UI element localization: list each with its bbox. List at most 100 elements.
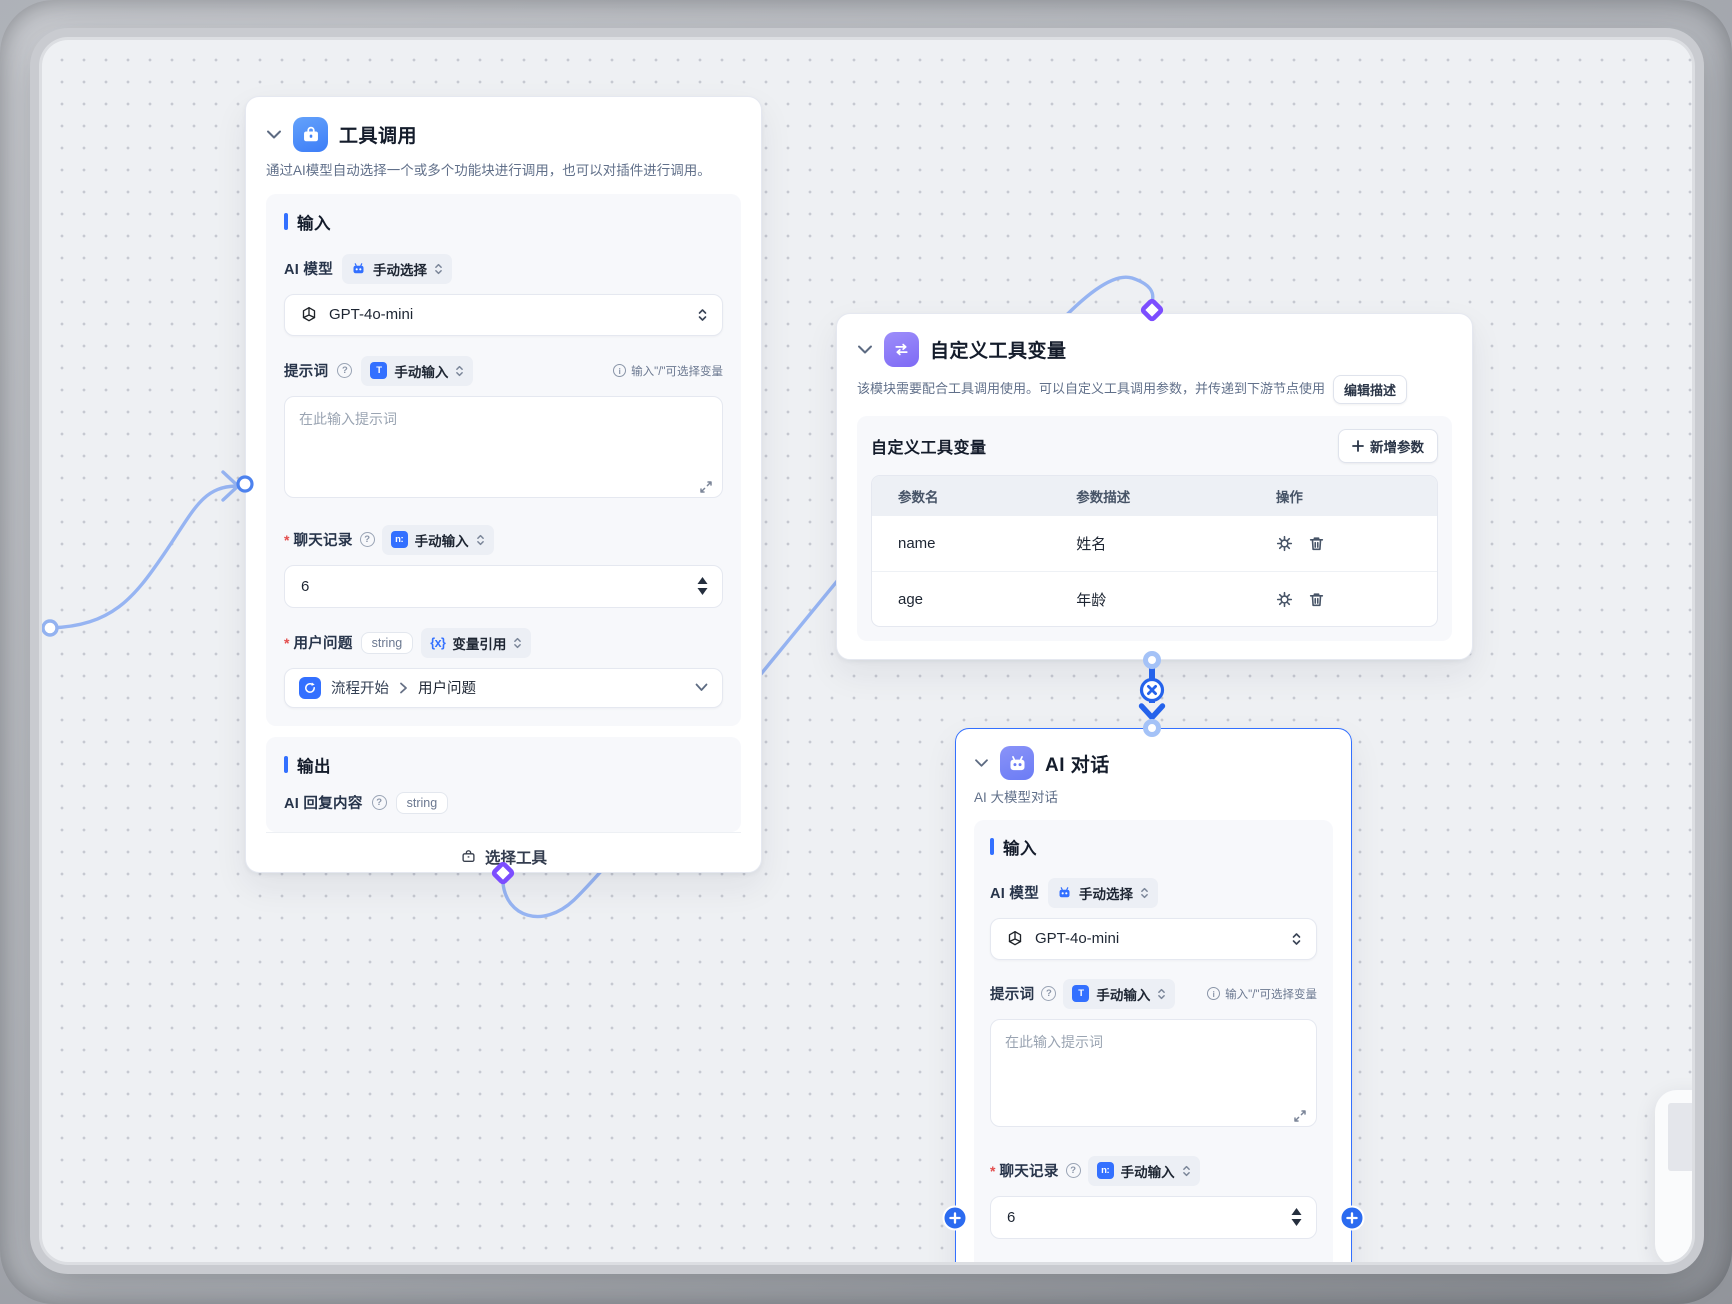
robot-icon [1059, 887, 1070, 898]
expand-icon[interactable] [1293, 1109, 1307, 1123]
ai-model-label: AI 模型 [284, 262, 334, 279]
table-row: name 姓名 [872, 516, 1437, 571]
section-bar [990, 838, 994, 856]
chevron-up-down-icon [514, 637, 522, 648]
info-icon: i [1207, 987, 1221, 1001]
chevron-up-down-icon [1158, 988, 1166, 999]
node-custom-variables[interactable]: 自定义工具变量 该模块需要配合工具调用使用。可以自定义工具调用参数，并传递到下游… [836, 313, 1473, 660]
collapse-chevron-icon[interactable] [857, 344, 873, 355]
history-label: 聊天记录 [293, 533, 353, 550]
node-ai-chat[interactable]: AI 对话 AI 大模型对话 输入 AI 模型 手动选择 GPT-4o-mini… [955, 728, 1352, 1262]
gear-icon[interactable] [1276, 535, 1293, 552]
collapse-chevron-icon[interactable] [974, 758, 989, 768]
input-section-title: 输入 [297, 214, 331, 233]
node-title: AI 对话 [1045, 754, 1110, 776]
help-icon[interactable]: ? [1065, 1163, 1081, 1179]
ref-field: 用户问题 [418, 681, 476, 698]
text-type-icon: T [1072, 985, 1090, 1003]
panel-title: 自定义工具变量 [871, 440, 987, 457]
chevron-up-down-icon [1182, 1165, 1190, 1176]
workflow-canvas[interactable]: 工具调用 通过AI模型自动选择一个或多个功能块进行调用，也可以对插件进行调用。 … [42, 40, 1692, 1262]
required-asterisk: * [990, 1162, 996, 1179]
help-icon[interactable]: ? [1041, 986, 1057, 1002]
param-description: 姓名 [1076, 536, 1107, 553]
trash-icon[interactable] [1308, 535, 1325, 552]
history-count-input[interactable] [284, 564, 723, 608]
help-icon[interactable]: ? [371, 795, 387, 811]
model-mode-chip[interactable]: 手动选择 [342, 253, 453, 284]
node-description: 通过AI模型自动选择一个或多个功能块进行调用，也可以对插件进行调用。 [266, 163, 711, 178]
history-mode-chip[interactable]: n: 手动输入 [1087, 1155, 1200, 1186]
robot-icon [353, 263, 364, 274]
model-value: GPT-4o-mini [329, 306, 414, 324]
input-section-title: 输入 [1003, 839, 1037, 858]
text-type-icon: T [370, 362, 388, 380]
node-subtitle: AI 大模型对话 [974, 790, 1059, 805]
history-count-input[interactable] [990, 1195, 1317, 1239]
number-type-icon: n: [1096, 1162, 1114, 1180]
model-select[interactable]: GPT-4o-mini [284, 293, 723, 336]
step-up-icon[interactable] [697, 577, 708, 585]
required-asterisk: * [284, 634, 290, 651]
question-ref-select[interactable]: 流程开始 用户问题 [284, 667, 723, 708]
step-up-icon[interactable] [1291, 1208, 1302, 1216]
table-row: age 年龄 [872, 571, 1437, 626]
toolbox-icon [293, 117, 328, 152]
help-icon[interactable]: ? [359, 532, 375, 548]
param-name: name [898, 535, 936, 552]
select-tool-button[interactable]: 选择工具 [266, 831, 741, 883]
info-icon: i [613, 364, 627, 378]
help-icon[interactable]: ? [337, 363, 353, 379]
edit-description-button[interactable]: 编辑描述 [1333, 375, 1408, 404]
node-title: 工具调用 [339, 126, 418, 147]
partial-card [1655, 1090, 1692, 1262]
chevron-up-down-icon [456, 365, 464, 376]
prompt-textarea[interactable] [284, 395, 723, 498]
history-mode-chip[interactable]: n: 手动输入 [381, 524, 494, 555]
step-down-icon[interactable] [697, 588, 708, 596]
number-type-icon: n: [390, 531, 408, 549]
history-label: 聊天记录 [999, 1164, 1059, 1181]
step-down-icon[interactable] [1291, 1219, 1302, 1227]
chevron-down-icon [695, 683, 708, 691]
partial-card-content [1668, 1103, 1692, 1171]
question-mode-chip[interactable]: {x} 变量引用 [421, 627, 532, 658]
edge-from-left [48, 484, 238, 630]
type-badge: string [360, 631, 414, 654]
robot-icon [1000, 746, 1034, 780]
prompt-hint: i 输入"/"可选择变量 [613, 363, 723, 379]
prompt-hint: i 输入"/"可选择变量 [1207, 986, 1317, 1002]
expand-icon[interactable] [699, 480, 713, 494]
prompt-textarea[interactable] [990, 1018, 1317, 1127]
openai-logo-icon [1008, 930, 1022, 945]
edge-start-handle[interactable] [42, 619, 59, 637]
section-bar [284, 756, 288, 774]
collapse-chevron-icon[interactable] [266, 129, 282, 140]
add-param-button[interactable]: 新增参数 [1338, 429, 1438, 463]
prompt-mode-chip[interactable]: T 手动输入 [361, 355, 474, 386]
trash-icon[interactable] [1308, 591, 1325, 608]
type-badge: string [395, 791, 449, 814]
ref-source: 流程开始 [331, 681, 389, 698]
gear-icon[interactable] [1276, 591, 1293, 608]
param-description: 年龄 [1076, 591, 1107, 609]
prompt-label: 提示词 [990, 987, 1035, 1004]
chevron-up-down-icon [1141, 887, 1148, 898]
output-label: AI 回复内容 [284, 796, 363, 813]
ai-model-label: AI 模型 [990, 886, 1040, 903]
chevron-up-down-icon [476, 534, 484, 545]
openai-logo-icon [302, 306, 316, 321]
required-asterisk: * [284, 531, 290, 548]
sliders-icon [884, 332, 919, 367]
node-title: 自定义工具变量 [930, 341, 1067, 362]
output-section-title: 输出 [297, 757, 331, 776]
plus-icon [1352, 440, 1364, 452]
node-tool-call[interactable]: 工具调用 通过AI模型自动选择一个或多个功能块进行调用，也可以对插件进行调用。 … [245, 96, 762, 873]
variable-ref-icon: {x} [430, 635, 446, 650]
model-select[interactable]: GPT-4o-mini [990, 917, 1317, 960]
toolbox-outline-icon [462, 850, 475, 863]
question-label: 用户问题 [293, 636, 353, 653]
chevron-right-icon [400, 682, 407, 693]
prompt-mode-chip[interactable]: T 手动输入 [1063, 978, 1176, 1009]
model-mode-chip[interactable]: 手动选择 [1048, 877, 1159, 908]
